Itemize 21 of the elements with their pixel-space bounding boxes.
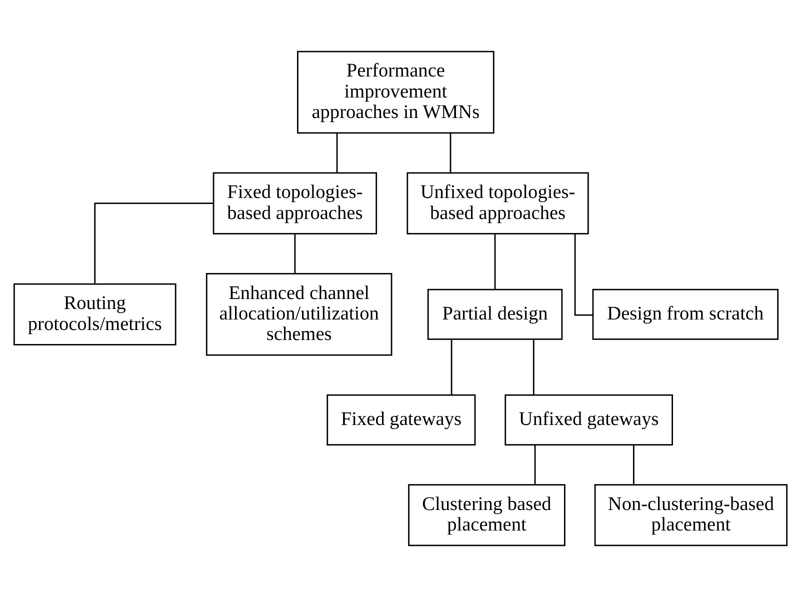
connector (336, 132, 338, 173)
connector (534, 444, 536, 484)
connector (494, 234, 496, 290)
node-box: Performance improvement approaches in WMNs (297, 50, 494, 134)
node-box: Partial design (427, 288, 563, 340)
connector (450, 132, 452, 173)
node-box: Fixed topologies-based approaches (212, 172, 378, 234)
node-box: Routing protocols/metrics (13, 283, 176, 346)
node-box: Design from scratch (592, 288, 779, 340)
connector (574, 234, 593, 316)
node-box: Non-clustering-based placement (594, 484, 788, 546)
node-box: Unfixed topologies-based approaches (406, 172, 589, 234)
connector (450, 339, 452, 395)
connector (532, 339, 534, 395)
node-box: Unfixed gateways (504, 394, 673, 446)
node-box: Enhanced channel allocation/utilization schemes (206, 272, 392, 356)
connector (294, 234, 296, 274)
node-box: Fixed gateways (326, 394, 476, 446)
node-box: Clustering based placement (408, 484, 566, 546)
connector (633, 444, 634, 484)
connector (94, 202, 213, 284)
